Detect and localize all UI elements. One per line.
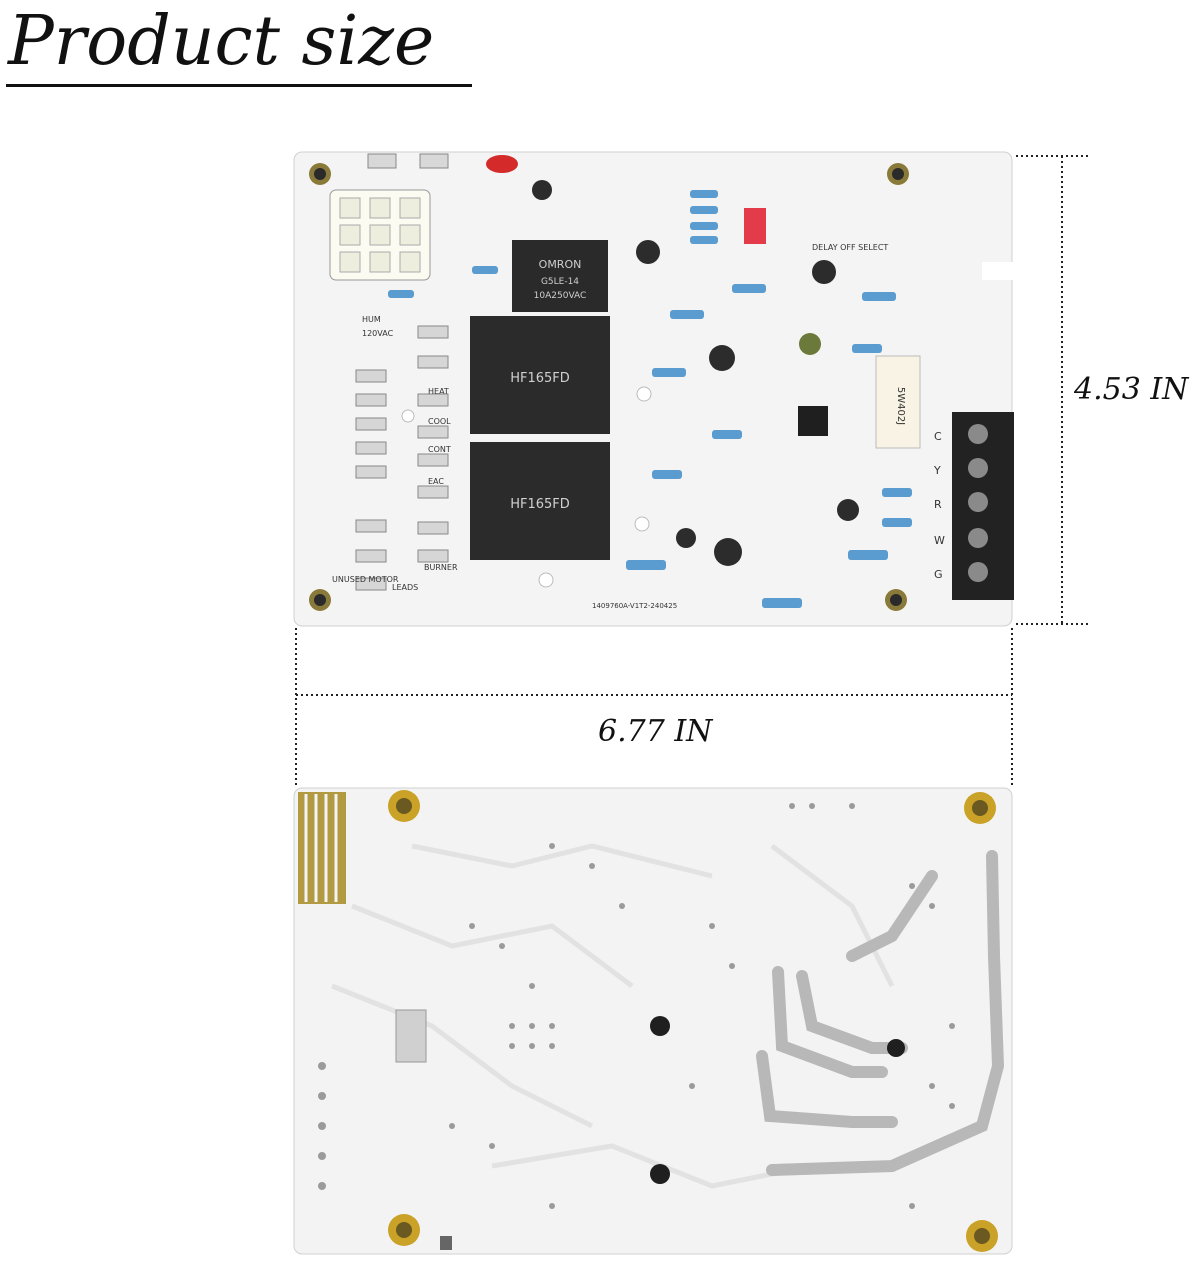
- label-cool: COOL: [428, 417, 451, 426]
- svg-text:C: C: [934, 430, 942, 443]
- board-notch: [982, 262, 1014, 280]
- label-leads: LEADS: [392, 583, 418, 592]
- resistors: [388, 190, 912, 608]
- relay-hf-lower: HF165FD: [470, 442, 610, 560]
- nine-pin-connector: [329, 189, 431, 281]
- corner-pad: [440, 1236, 452, 1250]
- pcb-top-view: OMRON G5LE-14 10A250VAC HF165FD HF165FD …: [293, 151, 1014, 627]
- relay-holes: [401, 386, 652, 588]
- svg-text:HF165FD: HF165FD: [510, 371, 570, 386]
- power-resistor: 5W402J: [875, 355, 921, 449]
- label-hum: HUM: [362, 315, 381, 324]
- label-heat: HEAT: [428, 387, 449, 396]
- label-eac: EAC: [428, 477, 444, 486]
- top-quick-connects: [367, 153, 449, 169]
- svg-text:R: R: [934, 498, 942, 511]
- ic-chip: [798, 406, 828, 436]
- label-unused-motor: UNUSED MOTOR: [332, 575, 399, 584]
- svg-text:G5LE-14: G5LE-14: [541, 277, 579, 287]
- left-terminal-block: [355, 325, 449, 591]
- label-part-number: 1409760A-V1T2-240425: [592, 602, 677, 610]
- relay-omron: OMRON G5LE-14 10A250VAC: [512, 240, 608, 312]
- svg-text:G: G: [934, 568, 943, 581]
- page-title: Product size: [8, 2, 435, 81]
- brass-standoffs: [388, 790, 998, 1252]
- svg-text:HF165FD: HF165FD: [510, 497, 570, 512]
- svg-text:Y: Y: [933, 464, 941, 477]
- capacitors: [532, 180, 859, 566]
- pcb-bottom-view: [293, 787, 1013, 1255]
- label-burner: BURNER: [424, 563, 458, 572]
- screw-terminal-block: C Y R W G: [933, 412, 1014, 600]
- large-holes: [650, 1016, 905, 1184]
- height-dimension-label: 4.53 IN: [1074, 372, 1189, 407]
- label-cont: CONT: [428, 445, 451, 454]
- width-dimension-label: 6.77 IN: [598, 714, 713, 749]
- mov-varistor: [486, 155, 518, 173]
- svg-text:5W402J: 5W402J: [895, 387, 906, 425]
- label-120vac: 120VAC: [362, 329, 394, 338]
- solder-joints: [318, 803, 955, 1209]
- mounting-holes: [309, 163, 909, 611]
- relay-hf-upper: HF165FD: [470, 316, 610, 434]
- svg-text:W: W: [934, 534, 945, 547]
- label-delay-off: DELAY OFF SELECT: [812, 243, 888, 252]
- svg-text:OMRON: OMRON: [539, 258, 582, 271]
- dip-switch: [744, 208, 766, 244]
- solder-traces: [756, 850, 1005, 1176]
- square-pad: [395, 1009, 427, 1063]
- svg-text:10A250VAC: 10A250VAC: [534, 291, 587, 301]
- title-underline: [6, 84, 472, 87]
